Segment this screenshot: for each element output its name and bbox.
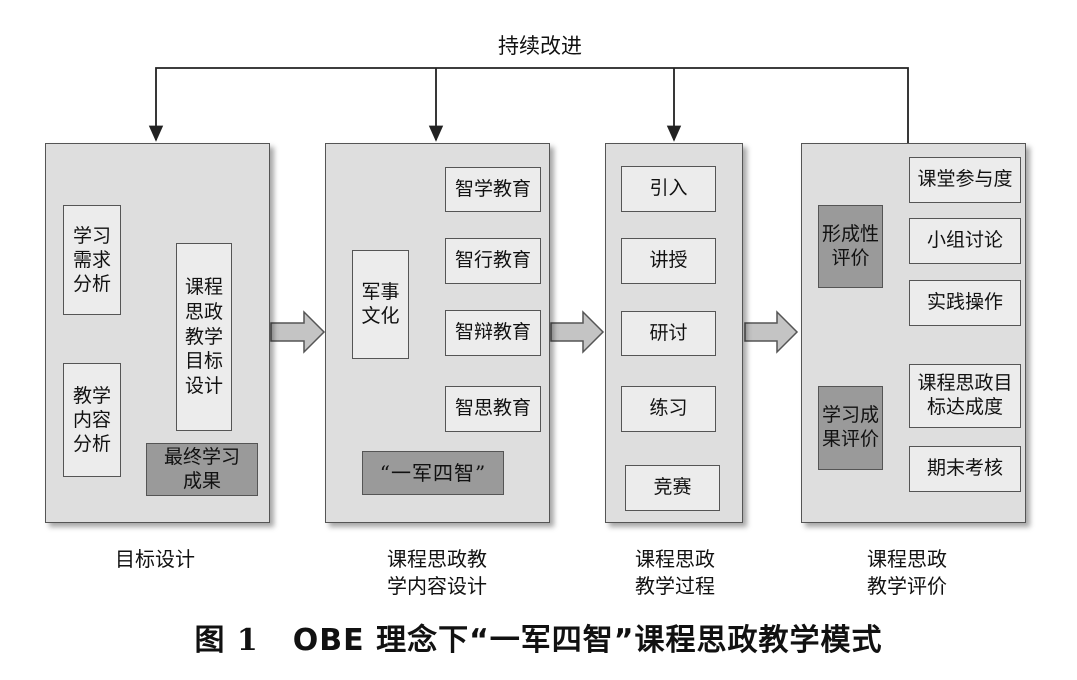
final-exam-box: 期末考核 <box>909 446 1021 492</box>
smart-action-box: 智行教育 <box>445 238 541 284</box>
learning-needs-analysis-box: 学习 需求 分析 <box>63 205 121 315</box>
flow-arrow-2 <box>550 310 605 354</box>
group-discussion-box: 小组讨论 <box>909 218 1021 264</box>
teaching-content-analysis-box: 教学 内容 分析 <box>63 363 121 477</box>
step-discussion-box: 研讨 <box>621 311 716 356</box>
panel-label-content-design: 课程思政教 学内容设计 <box>387 547 487 598</box>
flow-arrow-3 <box>744 310 799 354</box>
step-introduction-box: 引入 <box>621 166 716 212</box>
step-lecture-box: 讲授 <box>621 238 716 284</box>
outcome-evaluation-box: 学习成 果评价 <box>818 386 883 470</box>
step-practice-box: 练习 <box>621 386 716 432</box>
smart-thinking-box: 智思教育 <box>445 386 541 432</box>
slogan-box: “一军四智” <box>362 451 504 495</box>
smart-learning-box: 智学教育 <box>445 167 541 212</box>
step-competition-box: 竞赛 <box>625 465 720 511</box>
course-goal-design-box: 课程 思政 教学 目标 设计 <box>176 243 232 431</box>
feedback-loop-line <box>148 67 909 143</box>
panel-label-goal-design: 目标设计 <box>115 547 195 571</box>
class-participation-box: 课堂参与度 <box>909 157 1021 203</box>
figure-number: 图 1 <box>194 623 259 658</box>
final-outcome-box: 最终学习 成果 <box>146 443 258 496</box>
feedback-label: 持续改进 <box>498 34 582 58</box>
panel-label-teaching-evaluation: 课程思政 教学评价 <box>867 547 947 598</box>
panel-label-teaching-process: 课程思政 教学过程 <box>635 547 715 598</box>
formative-evaluation-box: 形成性 评价 <box>818 205 883 288</box>
flow-arrow-1 <box>270 310 326 354</box>
goal-achievement-box: 课程思政目 标达成度 <box>909 364 1021 428</box>
practical-operation-box: 实践操作 <box>909 280 1021 326</box>
figure-title: OBE 理念下“一军四智”课程思政教学模式 <box>292 623 883 658</box>
smart-debate-box: 智辩教育 <box>445 310 541 356</box>
figure-caption: 图 1 OBE 理念下“一军四智”课程思政教学模式 <box>0 615 1077 659</box>
military-culture-box: 军事 文化 <box>352 250 409 359</box>
